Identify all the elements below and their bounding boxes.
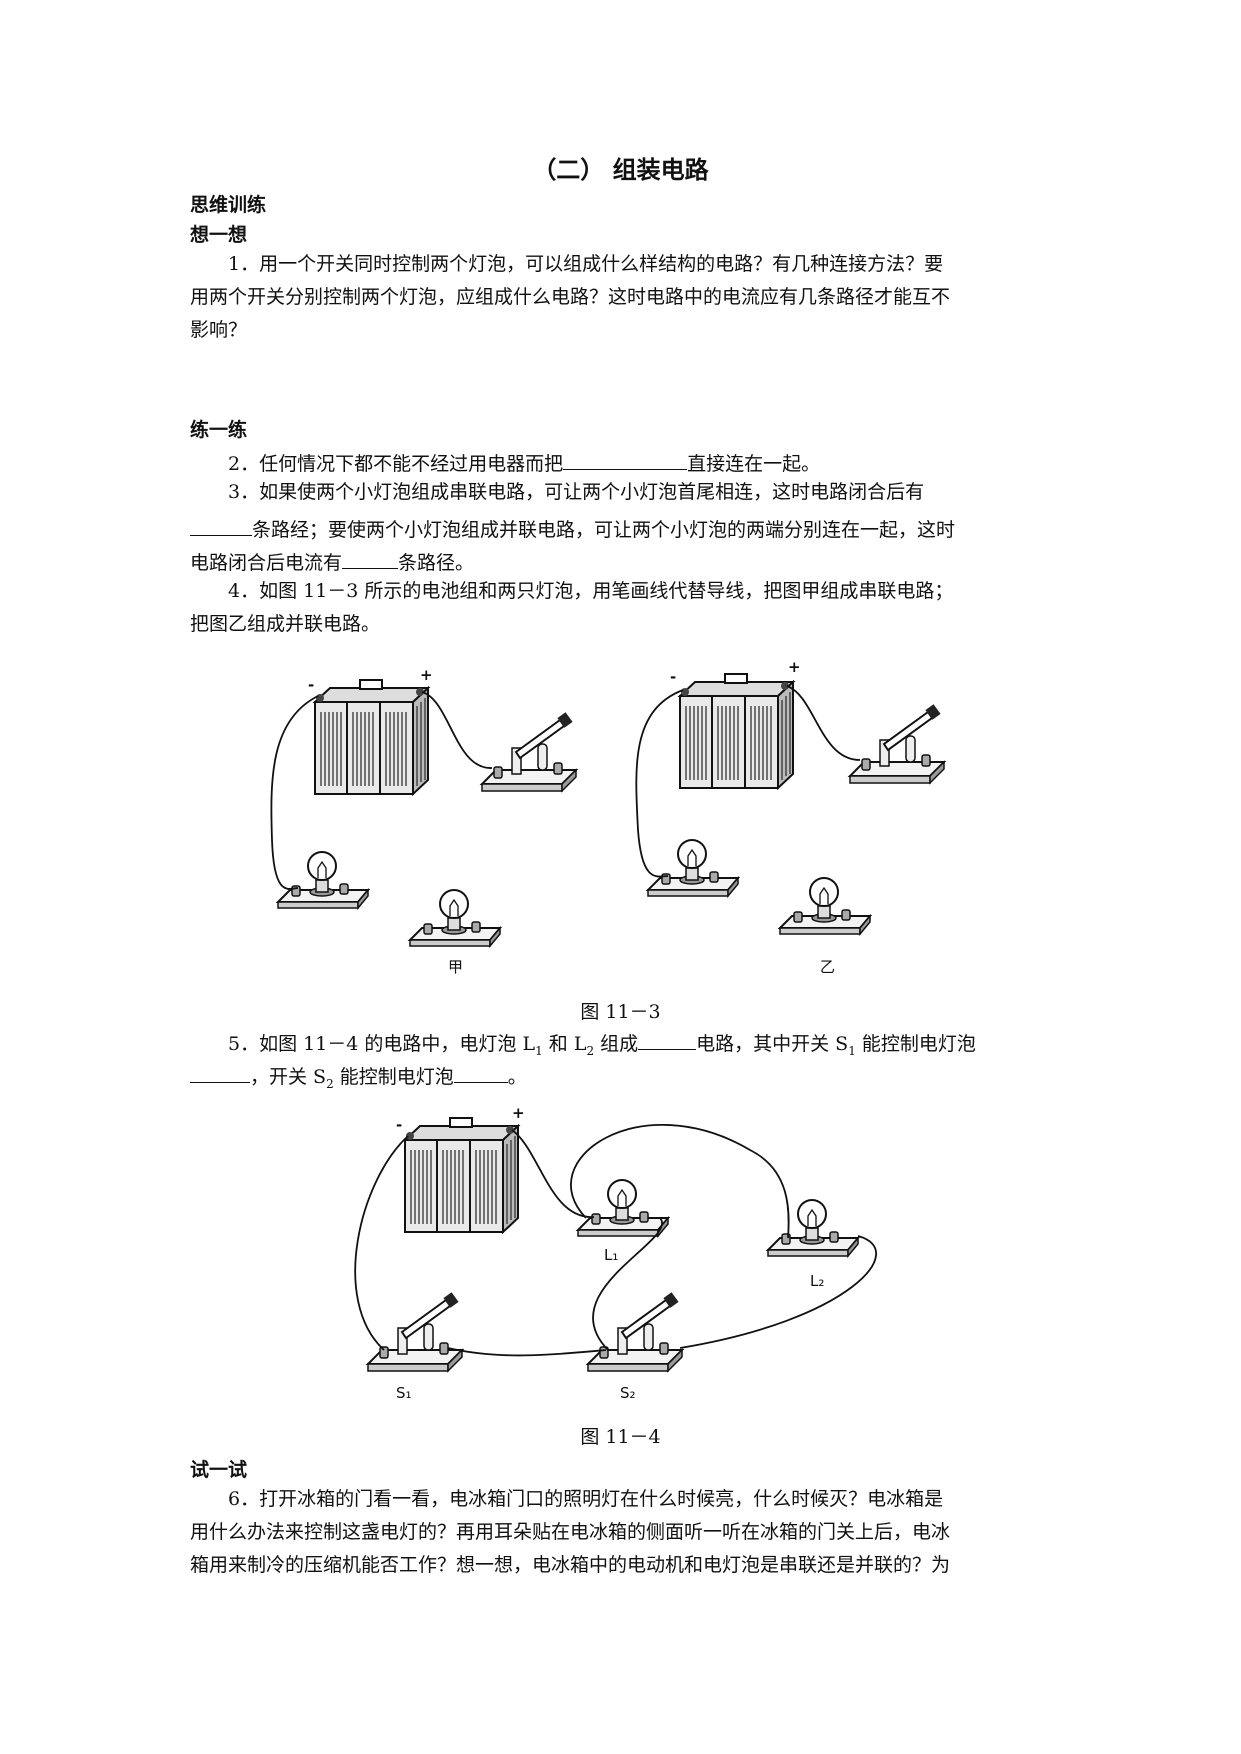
fig4-wire-L2-S2 — [679, 1235, 877, 1349]
fig3-right-wire-plus — [786, 685, 861, 761]
figure-11-4: - + L₁ L₂ S₁ S₂ — [354, 1104, 877, 1402]
page-title: （二） 组装电路 — [532, 156, 709, 184]
q3-line2: 条路经；要使两个小灯泡组成并联电路，可让两个小灯泡的两端分别连在一起，这时 — [190, 516, 955, 540]
fig3-right-switch — [849, 703, 945, 784]
q3-blank-2[interactable] — [342, 549, 399, 569]
fig4-wire-L1-L2-top — [570, 1124, 790, 1239]
fig3-right-bulb-2 — [779, 877, 871, 935]
fig4-label-L1: L₁ — [604, 1246, 618, 1264]
heading-thinking: 思维训练 — [190, 194, 267, 216]
q3-text-2: 条路经；要使两个小灯泡组成并联电路，可让两个小灯泡的两端分别连在一起，这时 — [252, 519, 956, 541]
q3-blank-1[interactable] — [190, 516, 252, 536]
fig4-caption: 图 11－4 — [580, 1426, 661, 1448]
fig4-label-L2: L₂ — [810, 1272, 824, 1290]
q1-line2: 用两个开关分别控制两个灯泡，应组成什么电路？这时电路中的电流应有几条路径才能互不 — [190, 286, 951, 308]
fig4-wire-plus-L1 — [511, 1129, 595, 1218]
q5-blank-3[interactable] — [453, 1063, 508, 1083]
q4-line2: 把图乙组成并联电路。 — [190, 613, 381, 635]
q3-text-3b: 条路径。 — [398, 552, 475, 574]
fig4-wire-minus-S1 — [354, 1135, 409, 1351]
q5-text-f: ，开关 S — [250, 1066, 327, 1088]
fig4-bulb-L1 — [577, 1179, 669, 1237]
q5-sub-2: 2 — [586, 1043, 595, 1058]
fig4-label-S2: S₂ — [620, 1384, 636, 1402]
heading-think: 想一想 — [190, 224, 248, 246]
fig3-left-bulb-1 — [277, 851, 369, 909]
fig3-right-battery — [679, 673, 794, 789]
q6-line2: 用什么办法来控制这盏电灯的？再用耳朵贴在电冰箱的侧面听一听在冰箱的门关上后，电冰 — [190, 1521, 951, 1543]
fig4-switch-S1 — [367, 1291, 463, 1372]
fig3-right-bulb-1 — [647, 839, 739, 897]
q3-line3: 电路闭合后电流有 条路径。 — [190, 549, 474, 573]
q5-line2: ，开关 S2 能控制电灯泡 。 — [190, 1063, 527, 1090]
q5-sub-4: 2 — [326, 1076, 334, 1091]
fig3-right-minus: - — [670, 668, 676, 686]
q5-text-d: 电路，其中开关 S — [696, 1033, 849, 1055]
q6-line1: 6．打开冰箱的门看一看，电冰箱门口的照明灯在什么时候亮，什么时候灭？电冰箱是 — [228, 1488, 944, 1510]
q4-line1: 4．如图 11－3 所示的电池组和两只灯泡，用笔画线代替导线，把图甲组成串联电路… — [228, 580, 954, 602]
q5-text-c: 组成 — [594, 1033, 639, 1055]
fig3-left-wire-plus — [421, 691, 493, 769]
q2-blank[interactable] — [563, 450, 688, 470]
q5-text-a: 5．如图 11－4 的电路中，电灯泡 L — [228, 1033, 536, 1055]
q5-text-b: 和 L — [542, 1033, 587, 1055]
fig3-caption: 图 11－3 — [580, 1001, 661, 1023]
fig3-label-right: 乙 — [820, 958, 835, 976]
figure-11-3: - + 甲 - + 乙 — [270, 660, 945, 976]
q1-line3: 影响？ — [190, 319, 248, 341]
fig3-left-minus: - — [308, 676, 314, 694]
fig3-left-plus: + — [420, 666, 433, 684]
q5-sub-1: 1 — [535, 1043, 543, 1058]
fig4-battery — [404, 1117, 519, 1233]
fig3-label-left: 甲 — [448, 958, 463, 976]
heading-try: 试一试 — [190, 1459, 248, 1481]
q3-line1: 3．如果使两个小灯泡组成串联电路，可让两个小灯泡首尾相连，这时电路闭合后有 — [228, 481, 925, 503]
q5-text-e: 能控制电灯泡 — [855, 1033, 976, 1055]
fig4-label-S1: S₁ — [396, 1384, 412, 1402]
fig4-minus: - — [396, 1116, 402, 1134]
q5-sub-3: 1 — [848, 1043, 856, 1058]
q2-text-a: 2．任何情况下都不能不经过用电器而把 — [228, 453, 564, 475]
fig3-left-switch — [481, 711, 577, 792]
q6-line3: 箱用来制冷的压缩机能否工作？想一想，电冰箱中的电动机和电灯泡是串联还是并联的？为 — [190, 1554, 951, 1576]
fig4-switch-S2 — [587, 1291, 683, 1372]
fig3-left-battery — [314, 679, 429, 795]
q5-blank-1[interactable] — [638, 1030, 697, 1050]
fig4-plus: + — [512, 1104, 525, 1122]
q2-line: 2．任何情况下都不能不经过用电器而把 直接连在一起。 — [228, 450, 820, 474]
heading-practice: 练一练 — [190, 419, 248, 441]
q5-line1: 5．如图 11－4 的电路中，电灯泡 L1 和 L2 组成电路，其中开关 S1 … — [228, 1030, 976, 1057]
q1-line1: 1．用一个开关同时控制两个灯泡，可以组成什么样结构的电路？有几种连接方法？要 — [228, 253, 944, 275]
fig3-left-bulb-2 — [409, 889, 501, 947]
fig3-left-wire-minus — [270, 695, 319, 890]
fig4-wire-S1-S2 — [447, 1347, 607, 1357]
fig3-right-plus: + — [788, 660, 801, 676]
fig3-right-wire-minus — [635, 689, 684, 878]
fig4-wire-L1-S2 — [592, 1217, 663, 1351]
q5-blank-2[interactable] — [190, 1063, 250, 1083]
q2-text-b: 直接连在一起。 — [687, 453, 821, 475]
fig4-bulb-L2 — [767, 1199, 859, 1257]
q3-text-3a: 电路闭合后电流有 — [190, 552, 343, 574]
q5-text-h: 。 — [507, 1066, 527, 1088]
q5-text-g: 能控制电灯泡 — [333, 1066, 454, 1088]
